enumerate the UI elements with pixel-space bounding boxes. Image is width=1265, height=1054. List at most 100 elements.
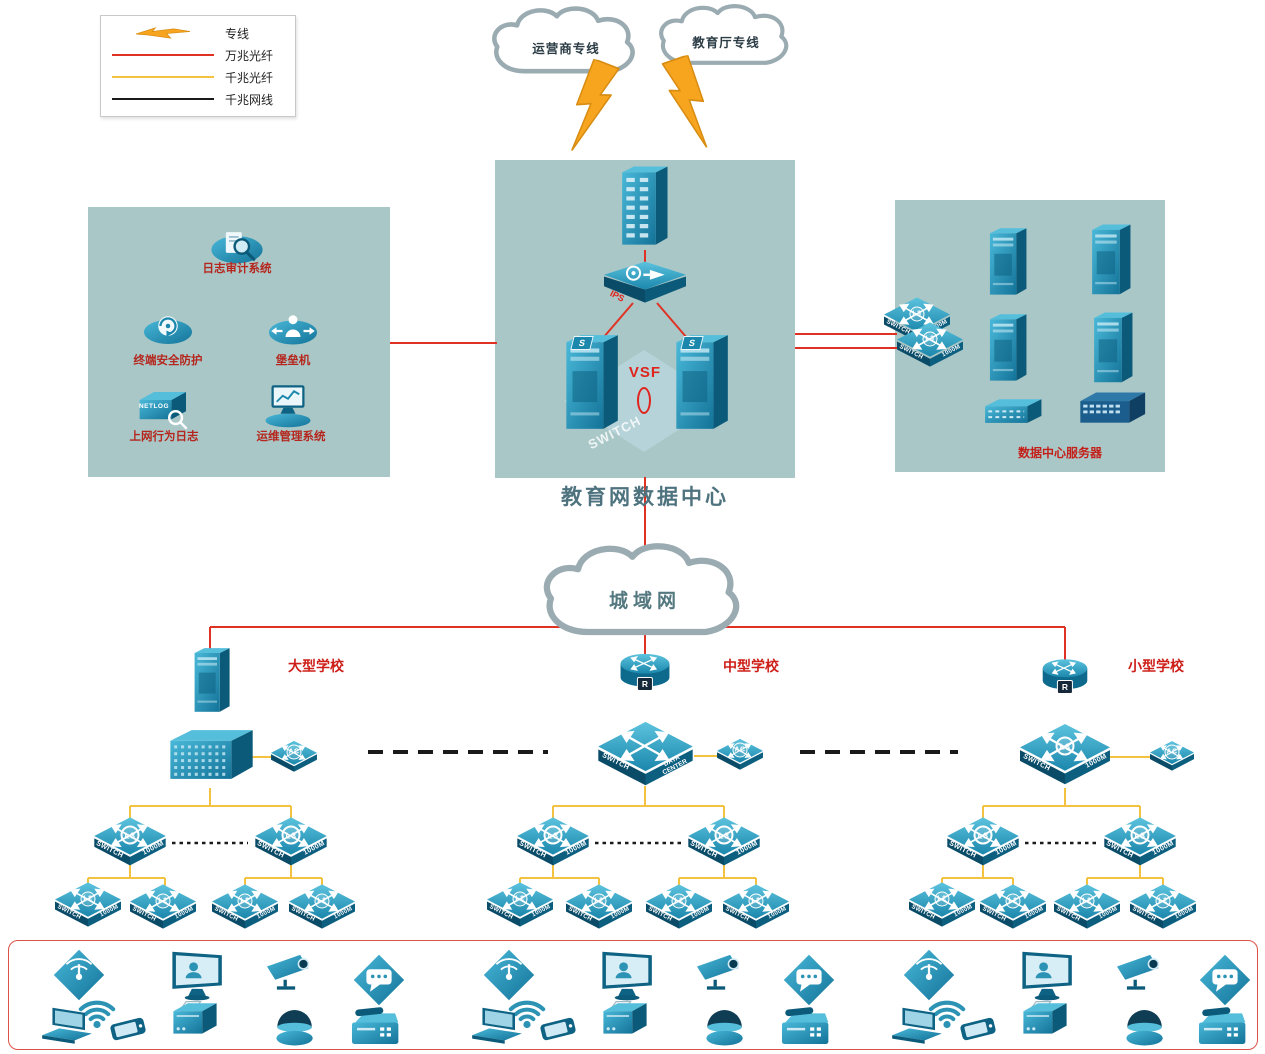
vsf-link-ring xyxy=(637,387,651,414)
carrier-cloud: 运营商专线 xyxy=(482,4,650,88)
l2-switch: L2 SWITCH 1000M xyxy=(1054,883,1120,932)
vsf-label: VSF xyxy=(628,364,662,381)
terminal-security-icon xyxy=(138,308,198,350)
l2-badge: L2 xyxy=(1079,893,1095,909)
l2-badge: L2 xyxy=(80,891,96,907)
legend-item-1g-ethernet: 千兆网线 xyxy=(109,91,287,108)
printer-icon xyxy=(167,1000,223,1044)
wireless-controller: AC xyxy=(717,738,763,772)
netlog-badge: NETLOG xyxy=(138,403,170,411)
l2-switch: L2 SWITCH 1000M xyxy=(55,881,121,930)
l3-switch: L3 SWITCH 1000M xyxy=(94,816,166,869)
l2-badge: L2 xyxy=(237,893,253,909)
l3-switch: L3 SWITCH 1000M xyxy=(947,816,1019,869)
dome-camera-icon xyxy=(700,1000,750,1050)
dome-camera-icon xyxy=(1120,1000,1170,1050)
l2-badge: L2 xyxy=(934,891,950,907)
yellow-line-icon xyxy=(109,76,217,78)
desktop-monitor-icon xyxy=(597,950,659,1003)
l2-switch: L2 SWITCH 1000M xyxy=(289,883,355,932)
small-school-router: R xyxy=(1041,656,1089,695)
l2-badge: L2 xyxy=(671,893,687,909)
legend-label: 千兆网线 xyxy=(225,92,274,107)
bastion-host-label: 堡垒机 xyxy=(275,355,311,367)
l2-badge: L2 xyxy=(155,893,171,909)
l2-badge: L2 xyxy=(591,893,607,909)
server-tower xyxy=(984,312,1028,385)
smartphone-icon xyxy=(954,1012,1002,1046)
red-line-icon xyxy=(109,54,217,56)
desktop-monitor-icon xyxy=(1017,950,1079,1003)
metro-cloud-label: 城域网 xyxy=(608,591,681,612)
dc-access-switch-upper: L3 SWITCH 1000M xyxy=(884,296,950,345)
legend-item-dedicated-line: 专线 xyxy=(109,25,287,42)
endpoint-devices-zone xyxy=(8,940,1258,1050)
l3-switch: L3 SWITCH 1000M xyxy=(517,816,589,869)
dome-camera-icon xyxy=(270,1000,320,1050)
ac-badge: AC xyxy=(732,742,748,758)
s-flag-right: S xyxy=(680,336,704,350)
large-school-core-device xyxy=(164,724,256,785)
laptop-icon xyxy=(37,1006,97,1049)
printer-icon xyxy=(597,1000,653,1044)
metro-network-cloud: 城域网 xyxy=(530,540,760,655)
l3-badge: L3 xyxy=(973,825,993,845)
cctv-camera-icon xyxy=(692,948,750,994)
ac-badge: AC xyxy=(286,744,302,760)
legend-label: 专线 xyxy=(225,26,250,41)
laptop-icon xyxy=(887,1006,947,1049)
lightning-icon xyxy=(109,25,217,41)
server-farm-label: 数据中心服务器 xyxy=(1017,446,1103,460)
medium-school-core-switch: SWITCH DATA CENTER xyxy=(598,720,693,790)
wireless-controller: AC xyxy=(271,740,317,774)
fax-phone-icon xyxy=(1194,1004,1252,1050)
education-cloud: 教育厅专线 xyxy=(650,2,802,78)
l3-badge: L3 xyxy=(281,825,301,845)
l2-badge: L2 xyxy=(512,891,528,907)
server-tower xyxy=(1088,310,1134,387)
router-badge: R xyxy=(1056,680,1074,695)
chat-device-icon xyxy=(782,953,836,1007)
medium-school-router: R xyxy=(619,650,671,692)
l3-switch: L3 SWITCH 1000M xyxy=(688,816,760,869)
smartphone-icon xyxy=(534,1012,582,1046)
s-flag-left: S xyxy=(570,336,594,350)
rack-switch-unit xyxy=(1076,388,1148,430)
smartphone-icon xyxy=(104,1012,152,1046)
terminal-security-label: 终端安全防护 xyxy=(133,355,203,367)
dc-access-switch-lower: L3 SWITCH 1000M xyxy=(897,321,963,370)
l2-switch: L2 SWITCH 1000M xyxy=(646,883,712,932)
l3-switch: L3 SWITCH 1000M xyxy=(1104,816,1176,869)
legend-item-1g-fiber: 千兆光纤 xyxy=(109,69,287,86)
server-tower xyxy=(1086,222,1132,299)
education-cloud-label: 教育厅专线 xyxy=(692,36,760,50)
ac-badge: AC xyxy=(1164,744,1180,760)
desktop-monitor-icon xyxy=(167,950,229,1003)
ops-management-icon xyxy=(258,382,318,429)
netlog-icon: NETLOG xyxy=(130,384,194,432)
fax-phone-icon xyxy=(777,1004,835,1050)
l3-badge: L3 xyxy=(1055,736,1075,756)
fax-phone-icon xyxy=(347,1004,405,1050)
large-school-label: 大型学校 xyxy=(288,658,344,674)
small-school-label: 小型学校 xyxy=(1128,658,1184,674)
l2-switch: L2 SWITCH 1000M xyxy=(212,883,278,932)
carrier-cloud-label: 运营商专线 xyxy=(532,42,600,56)
l2-switch: L2 SWITCH 1000M xyxy=(723,883,789,932)
cctv-camera-icon xyxy=(262,948,320,994)
l3-badge: L3 xyxy=(543,825,563,845)
legend-label: 万兆光纤 xyxy=(225,48,274,63)
l3-badge: L3 xyxy=(922,331,938,347)
printer-icon xyxy=(1017,1000,1073,1044)
l2-switch: L2 SWITCH 1000M xyxy=(130,883,196,932)
log-audit-label: 日志审计系统 xyxy=(202,263,272,275)
l2-switch: L2 SWITCH 1000M xyxy=(487,881,553,930)
legend-item-10g-fiber: 万兆光纤 xyxy=(109,47,287,64)
chat-device-icon xyxy=(352,953,406,1007)
server-tower xyxy=(984,226,1028,299)
router-badge: R xyxy=(636,677,654,692)
medium-school-label: 中型学校 xyxy=(723,658,779,674)
black-line-icon xyxy=(109,98,217,100)
legend: 专线 万兆光纤 千兆光纤 千兆网线 xyxy=(100,15,296,117)
